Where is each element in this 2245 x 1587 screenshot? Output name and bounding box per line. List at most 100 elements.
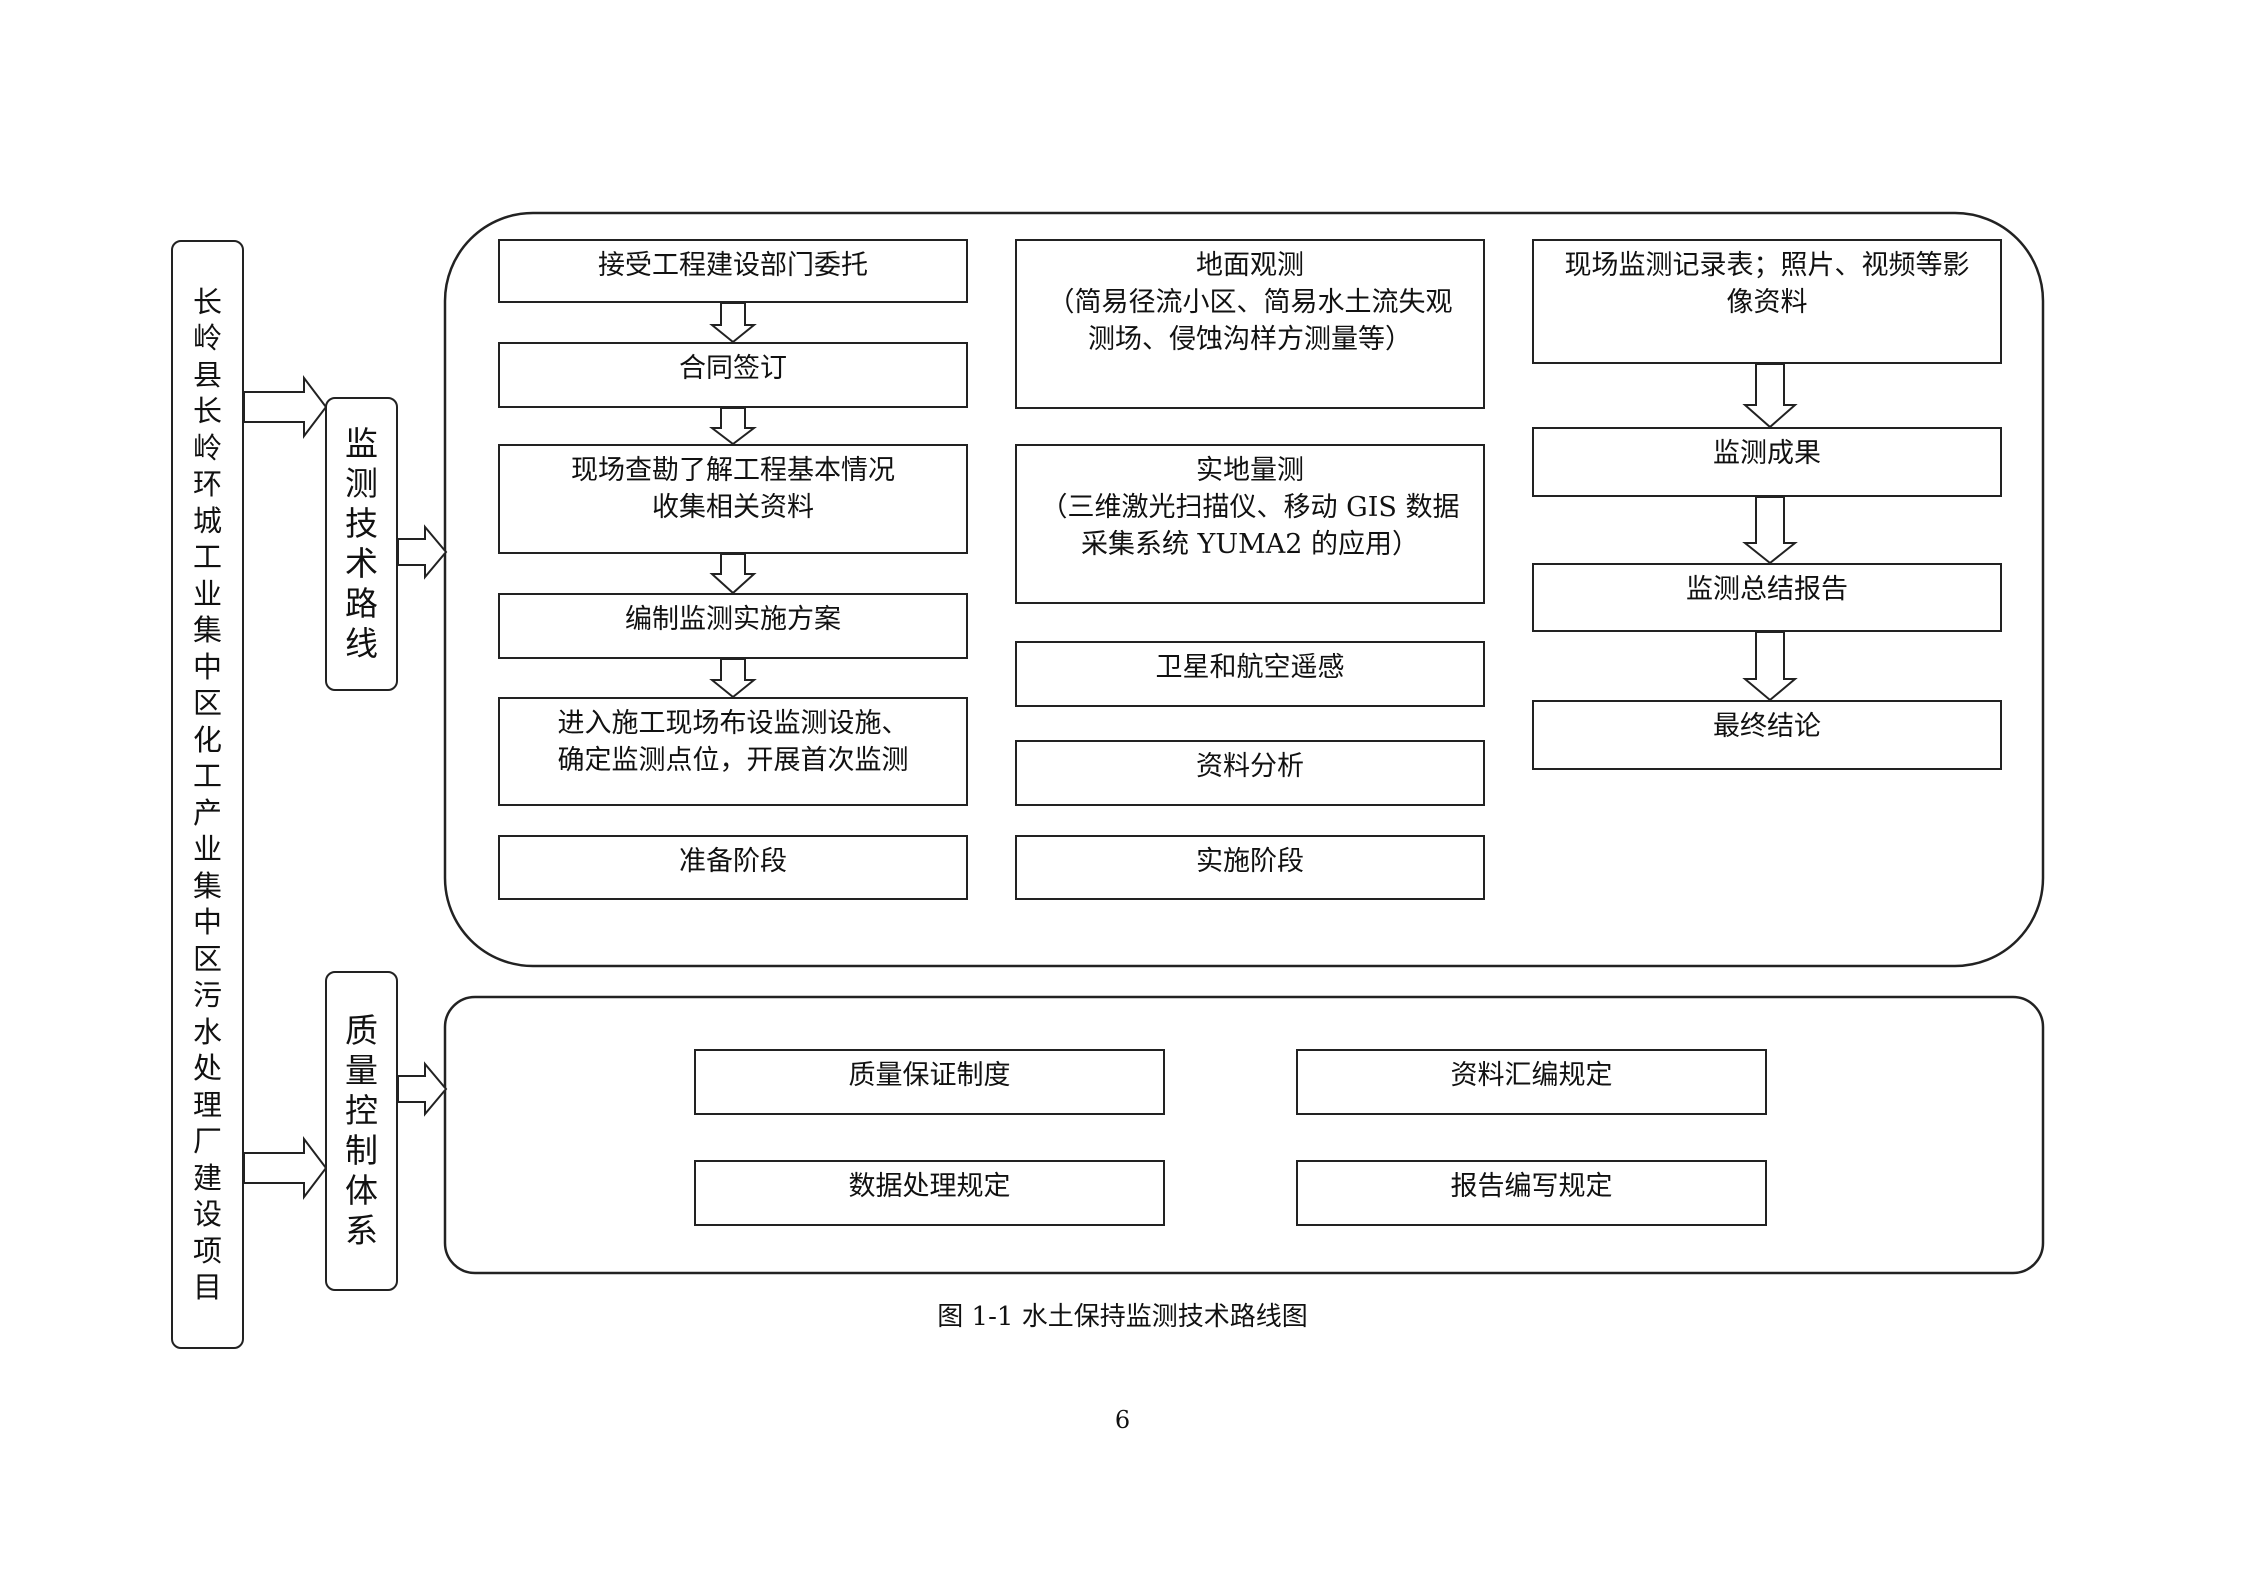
quality-assurance-text: 质量保证制度	[848, 1060, 1011, 1091]
arrow-down-result-3	[1742, 631, 1798, 702]
site-survey-box: 现场查勘了解工程基本情况 收集相关资料	[498, 444, 968, 554]
project-name-box: 长 岭 县 长 岭 环 城 工 业 集 中 区 化 工 产 业 集 中 区 污 …	[171, 240, 244, 1349]
monitoring-results-text: 监测成果	[1713, 438, 1821, 469]
arrow-down-prep-1	[709, 302, 757, 344]
project-char: 长	[192, 394, 222, 428]
quality-system-char: 体	[345, 1171, 378, 1210]
site-survey-line2: 收集相关资料	[652, 492, 814, 523]
project-char: 区	[192, 941, 222, 976]
report-writing-text: 报告编写规定	[1450, 1171, 1613, 1202]
impl-stage-box: 实施阶段	[1015, 835, 1485, 900]
arrow-down-result-1	[1742, 363, 1798, 429]
project-char: 水	[192, 1014, 222, 1049]
data-analysis-text: 资料分析	[1196, 751, 1304, 782]
project-char: 区	[192, 686, 222, 720]
tech-route-char: 技	[345, 504, 378, 543]
tech-route-char: 线	[345, 624, 378, 663]
tech-route-char: 路	[345, 584, 378, 623]
quality-system-char: 系	[345, 1211, 378, 1250]
final-conclusion-box: 最终结论	[1532, 700, 2002, 770]
project-char: 业	[192, 576, 222, 611]
contract-box: 合同签订	[498, 342, 968, 408]
arrow-down-prep-4	[709, 658, 757, 699]
project-char: 中	[192, 905, 222, 939]
ground-observation-line3: 测场、侵蚀沟样方测量等）	[1088, 324, 1412, 355]
monitoring-results-box: 监测成果	[1532, 427, 2002, 497]
arrow-down-prep-3	[709, 553, 757, 595]
monitoring-plan-box: 编制监测实施方案	[498, 593, 968, 659]
quality-assurance-box: 质量保证制度	[694, 1049, 1165, 1115]
field-measurement-line2: （三维激光扫描仪、移动 GIS 数据	[1040, 492, 1460, 523]
project-char: 长	[192, 284, 222, 319]
data-compile-text: 资料汇编规定	[1450, 1060, 1613, 1091]
entrust-text: 接受工程建设部门委托	[598, 250, 868, 281]
project-char: 污	[192, 978, 222, 1012]
arrow-tech-route-to-frame	[397, 524, 448, 580]
project-char: 化	[192, 722, 222, 757]
field-measurement-box: 实地量测 （三维激光扫描仪、移动 GIS 数据 采集系统 YUMA2 的应用）	[1015, 444, 1485, 604]
arrow-project-to-tech-route	[243, 375, 328, 439]
monitoring-plan-text: 编制监测实施方案	[625, 604, 841, 635]
prep-stage-text: 准备阶段	[679, 846, 787, 877]
field-measurement-line3: 采集系统 YUMA2 的应用）	[1080, 529, 1420, 560]
quality-system-char: 量	[345, 1051, 378, 1090]
project-char: 中	[192, 649, 222, 684]
data-processing-text: 数据处理规定	[848, 1171, 1011, 1202]
tech-route-char: 测	[345, 464, 378, 503]
quality-system-char: 质	[345, 1011, 378, 1050]
data-processing-box: 数据处理规定	[694, 1160, 1165, 1226]
ground-observation-line2: （简易径流小区、简易水土流失观	[1047, 287, 1453, 318]
project-char: 项	[192, 1233, 222, 1268]
project-char: 厂	[192, 1124, 222, 1158]
records-box: 现场监测记录表；照片、视频等影 像资料	[1532, 239, 2002, 364]
final-conclusion-text: 最终结论	[1713, 711, 1821, 742]
records-line1: 现场监测记录表；照片、视频等影	[1564, 250, 1970, 281]
project-char: 目	[192, 1270, 222, 1304]
project-char: 业	[192, 832, 222, 866]
project-char: 集	[192, 868, 222, 903]
tech-route-frame	[443, 211, 2045, 968]
project-char: 处	[192, 1051, 222, 1085]
project-char: 工	[192, 540, 222, 574]
data-compile-box: 资料汇编规定	[1296, 1049, 1767, 1115]
arrow-quality-to-frame	[397, 1061, 448, 1117]
entrust-box: 接受工程建设部门委托	[498, 239, 968, 303]
project-char: 县	[192, 357, 222, 392]
project-char: 岭	[192, 321, 222, 355]
summary-report-text: 监测总结报告	[1686, 574, 1848, 605]
site-survey-line1: 现场查勘了解工程基本情况	[571, 455, 895, 486]
enter-site-line1: 进入施工现场布设监测设施、	[557, 708, 909, 739]
arrow-down-prep-2	[709, 407, 757, 446]
tech-route-char: 术	[345, 544, 378, 583]
ground-observation-line1: 地面观测	[1196, 250, 1304, 281]
figure-caption: 图 1-1 水土保持监测技术路线图	[937, 1302, 1308, 1332]
page-number: 6	[1114, 1406, 1131, 1434]
tech-route-label-box: 监 测 技 术 路 线	[325, 397, 398, 691]
quality-frame	[443, 995, 2045, 1275]
contract-text: 合同签订	[679, 353, 787, 384]
project-char: 集	[192, 613, 222, 647]
summary-report-box: 监测总结报告	[1532, 563, 2002, 632]
data-analysis-box: 资料分析	[1015, 740, 1485, 806]
project-char: 工	[192, 759, 222, 793]
field-measurement-line1: 实地量测	[1196, 455, 1304, 486]
arrow-down-result-2	[1742, 496, 1798, 565]
quality-system-label-box: 质 量 控 制 体 系	[325, 971, 398, 1291]
enter-site-box: 进入施工现场布设监测设施、 确定监测点位，开展首次监测	[498, 697, 968, 806]
project-char: 建	[192, 1160, 222, 1195]
quality-system-char: 控	[345, 1091, 378, 1130]
report-writing-box: 报告编写规定	[1296, 1160, 1767, 1226]
prep-stage-box: 准备阶段	[498, 835, 968, 900]
remote-sensing-box: 卫星和航空遥感	[1015, 641, 1485, 707]
project-char: 产	[192, 795, 222, 830]
records-line2: 像资料	[1726, 287, 1808, 318]
remote-sensing-text: 卫星和航空遥感	[1155, 652, 1345, 683]
project-char: 岭	[192, 430, 222, 465]
quality-system-char: 制	[345, 1131, 378, 1170]
impl-stage-text: 实施阶段	[1196, 846, 1304, 877]
project-char: 环	[192, 467, 222, 501]
project-char: 城	[192, 503, 222, 538]
project-char: 设	[192, 1197, 222, 1231]
enter-site-line2: 确定监测点位，开展首次监测	[557, 745, 909, 776]
